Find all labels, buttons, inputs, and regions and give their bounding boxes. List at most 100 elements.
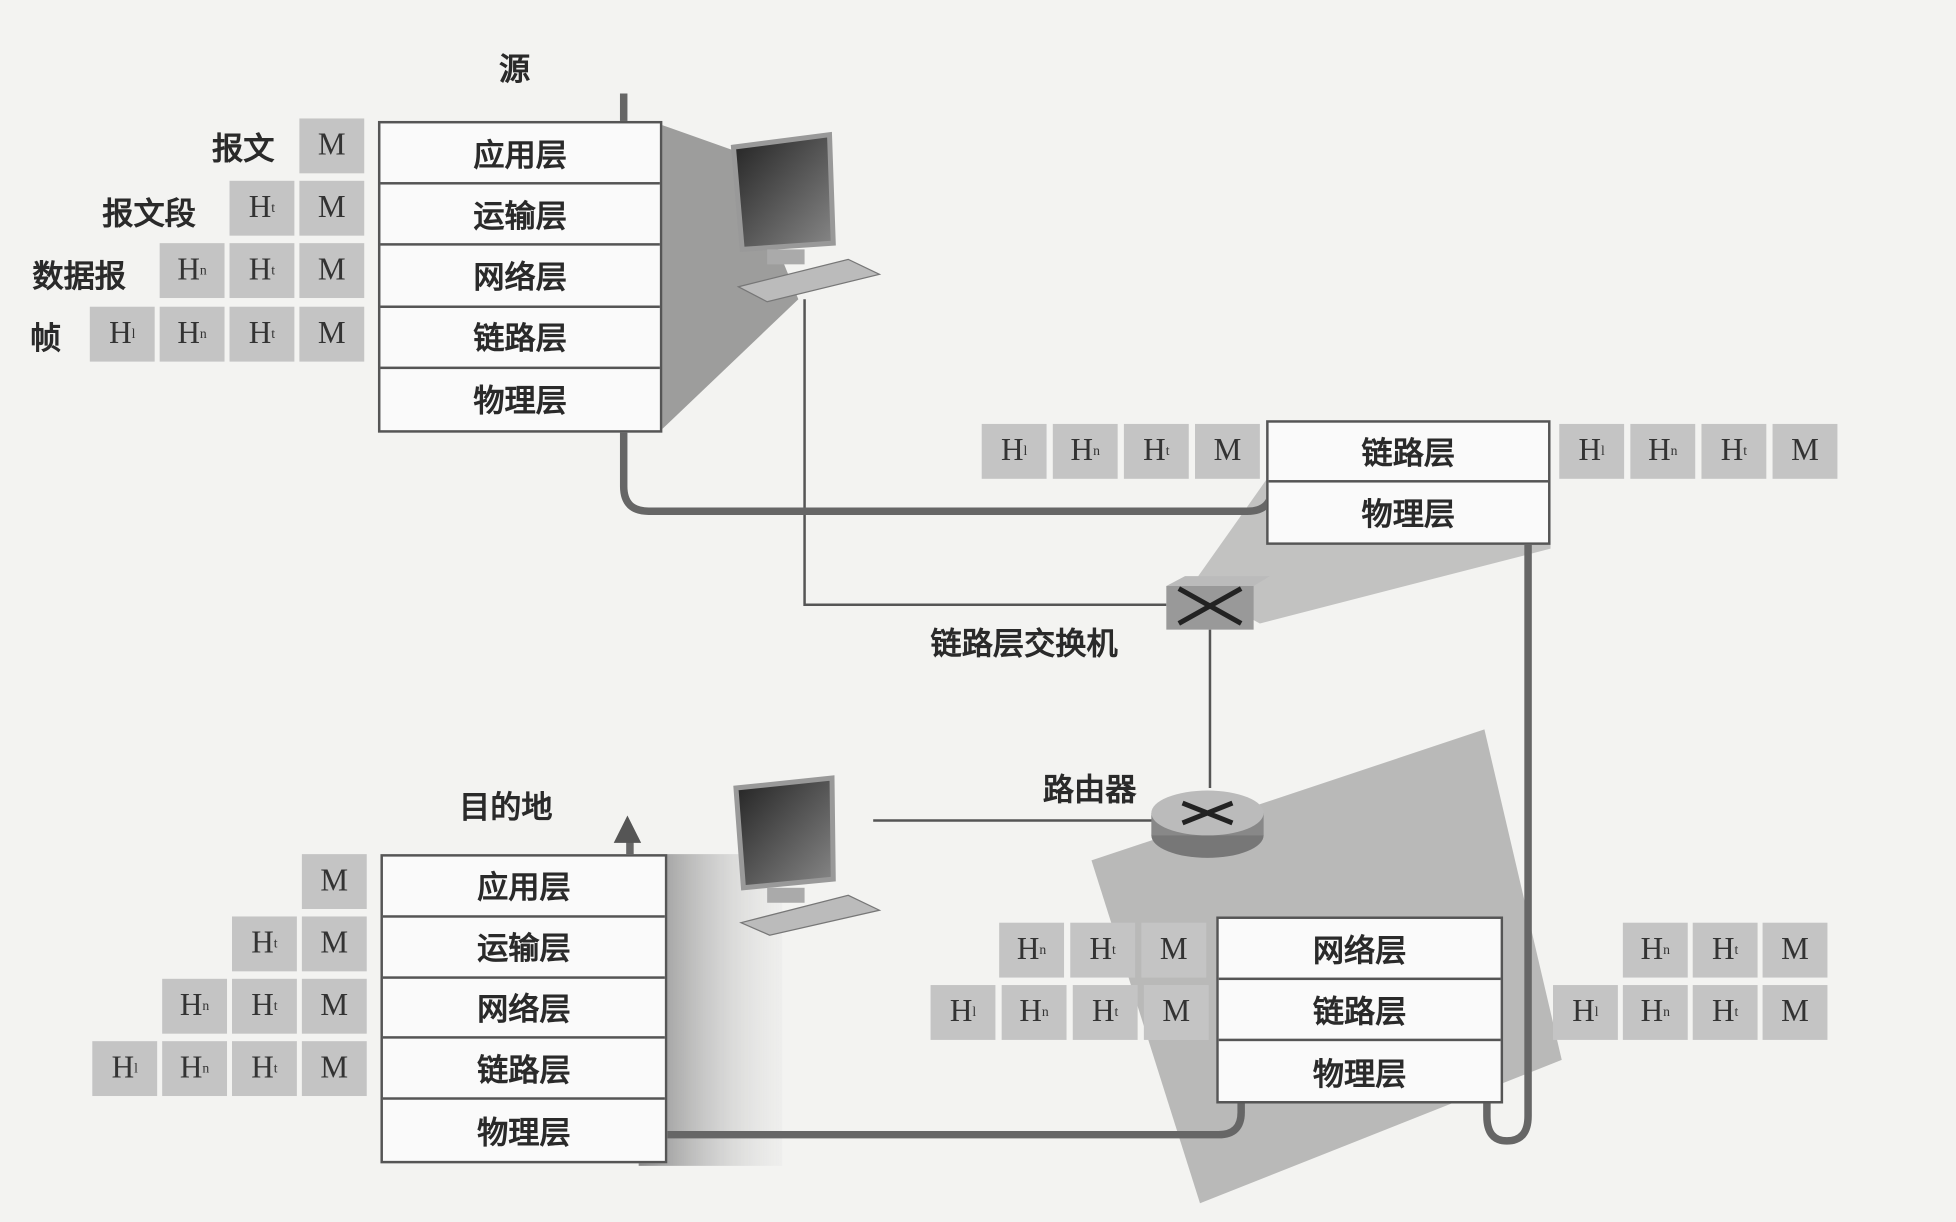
packet-field-label: H — [1720, 433, 1744, 468]
layer-row: 网络层 — [382, 978, 665, 1040]
layer-row: 物理层 — [1312, 1055, 1407, 1092]
source-shade — [661, 124, 799, 431]
packet-field-label: H — [1648, 433, 1671, 468]
packet-field-label: H — [1572, 995, 1595, 1029]
packet-field-label: M — [1159, 932, 1188, 967]
packet-field-subscript: n — [202, 998, 210, 1014]
layer-row: 物理层 — [473, 383, 567, 420]
source-computer-icon — [730, 131, 882, 303]
packet-field-subscript: n — [1663, 942, 1670, 958]
packet-field-subscript: t — [1734, 942, 1739, 958]
layer-row: 应用层 — [380, 123, 660, 185]
destination-title: 目的地 — [459, 789, 553, 826]
layer-row: 运输层 — [382, 917, 665, 979]
packet-field-subscript: l — [1023, 443, 1028, 459]
packet-field-label: H — [1640, 995, 1664, 1029]
switch-label: 链路层交换机 — [930, 625, 1118, 663]
packet-field-label: H — [1089, 932, 1113, 967]
packet-field-subscript: t — [273, 998, 278, 1014]
packet-field-label: H — [1000, 433, 1024, 468]
router-protocol-stack: 网络层链路层物理层 — [1216, 916, 1504, 1104]
packet-field-label: H — [177, 316, 200, 351]
message-box: M — [1141, 922, 1207, 978]
packet-field-subscript: n — [1093, 443, 1100, 459]
packet-field-label: H — [1143, 433, 1166, 468]
up-arrow-icon — [613, 815, 642, 843]
message-box: M — [1143, 985, 1209, 1040]
packet-field-label: H — [1070, 433, 1094, 468]
layer-row: 链路层 — [1268, 423, 1549, 483]
packet-field-label: H — [251, 1051, 274, 1085]
packet-field-subscript: l — [134, 1061, 138, 1077]
packet-field-label: H — [109, 316, 132, 351]
packet-field-label: H — [1640, 932, 1664, 967]
source-protocol-stack: 应用层运输层网络层链路层物理层 — [377, 120, 663, 433]
switch-protocol-stack: 链路层物理层 — [1266, 420, 1551, 545]
packet-field-subscript: t — [1165, 443, 1170, 459]
packet-field-subscript: l — [972, 1005, 977, 1020]
packet-field-subscript: n — [199, 326, 207, 342]
packet-field-subscript: t — [1734, 1005, 1739, 1020]
packet-field-subscript: n — [199, 263, 207, 279]
message-box: M — [1772, 423, 1838, 479]
packet-field-subscript: t — [271, 326, 276, 342]
message-box: M — [301, 978, 367, 1034]
layer-row: 网络层 — [1218, 919, 1501, 981]
pdu-label-frame: 帧 — [29, 320, 62, 357]
layer-row: 物理层 — [477, 1114, 571, 1151]
pdu-label-segment: 报文段 — [102, 195, 196, 232]
packet-field-label: M — [320, 926, 349, 961]
packet-field-label: H — [1092, 995, 1115, 1029]
message-box: M — [301, 854, 367, 909]
router-icon — [1151, 790, 1264, 858]
packet-field-subscript: n — [202, 1061, 210, 1077]
packet-field-subscript: l — [1594, 1005, 1599, 1020]
packet-field-subscript: t — [273, 1061, 278, 1077]
packet-field-subscript: n — [1039, 942, 1047, 958]
packet-field-subscript: t — [271, 263, 276, 279]
packet-field-subscript: l — [131, 326, 136, 342]
packet-field-label: H — [248, 190, 272, 225]
packet-field-label: H — [177, 253, 200, 287]
packet-field-subscript: t — [1114, 1005, 1119, 1020]
packet-field-subscript: n — [1041, 1005, 1049, 1020]
message-box: M — [299, 243, 365, 299]
layer-row: 运输层 — [380, 185, 660, 247]
packet-field-label: H — [248, 253, 272, 287]
router-label: 路由器 — [1042, 771, 1137, 808]
packet-field-subscript: t — [1112, 942, 1116, 958]
message-box: M — [1762, 985, 1828, 1040]
packet-field-label: M — [317, 128, 346, 163]
packet-field-label: M — [320, 988, 349, 1023]
packet-field-label: M — [1791, 433, 1819, 468]
message-box: M — [299, 306, 365, 362]
packet-field-label: H — [111, 1051, 135, 1085]
message-box: M — [1762, 922, 1828, 978]
packet-field-label: M — [317, 316, 346, 351]
packet-field-label: H — [1711, 932, 1735, 967]
message-box: M — [301, 1041, 367, 1097]
packet-field-label: M — [1213, 433, 1242, 468]
packet-field-label: M — [320, 864, 349, 898]
destination-computer-icon — [733, 775, 882, 936]
packet-field-label: H — [1016, 932, 1040, 967]
packet-field-label: H — [179, 1051, 203, 1085]
